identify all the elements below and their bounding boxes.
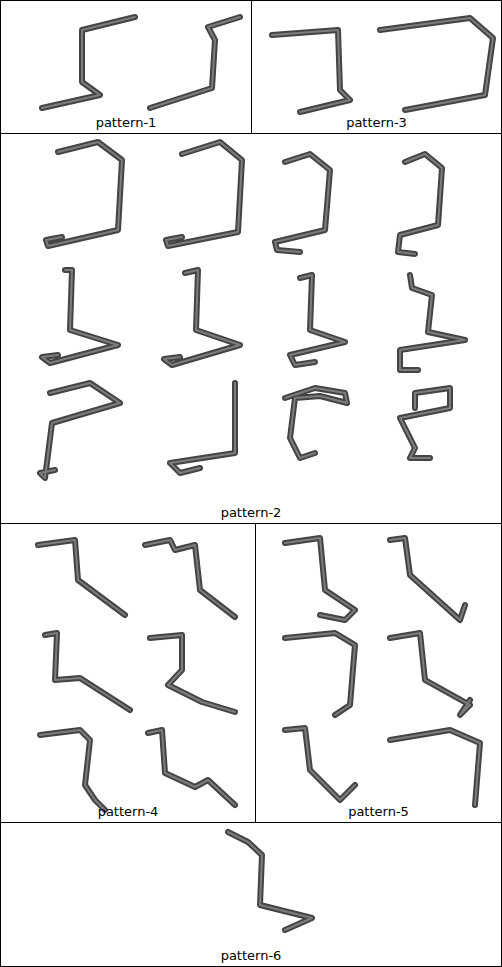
- pattern-label: pattern-4: [98, 804, 159, 820]
- pattern-label: pattern-5: [348, 804, 409, 820]
- pattern-panel: pattern-6: [0, 822, 502, 967]
- pattern-label: pattern-2: [221, 505, 282, 521]
- pattern-panel: pattern-2: [0, 133, 502, 524]
- pattern-panel: pattern-4: [0, 523, 256, 823]
- pattern-panel: pattern-3: [251, 0, 502, 134]
- pattern-panel: pattern-1: [0, 0, 252, 134]
- pattern-panel: pattern-5: [255, 523, 502, 823]
- pattern-label: pattern-1: [96, 115, 157, 131]
- pattern-label: pattern-6: [221, 948, 282, 964]
- pattern-label: pattern-3: [346, 115, 407, 131]
